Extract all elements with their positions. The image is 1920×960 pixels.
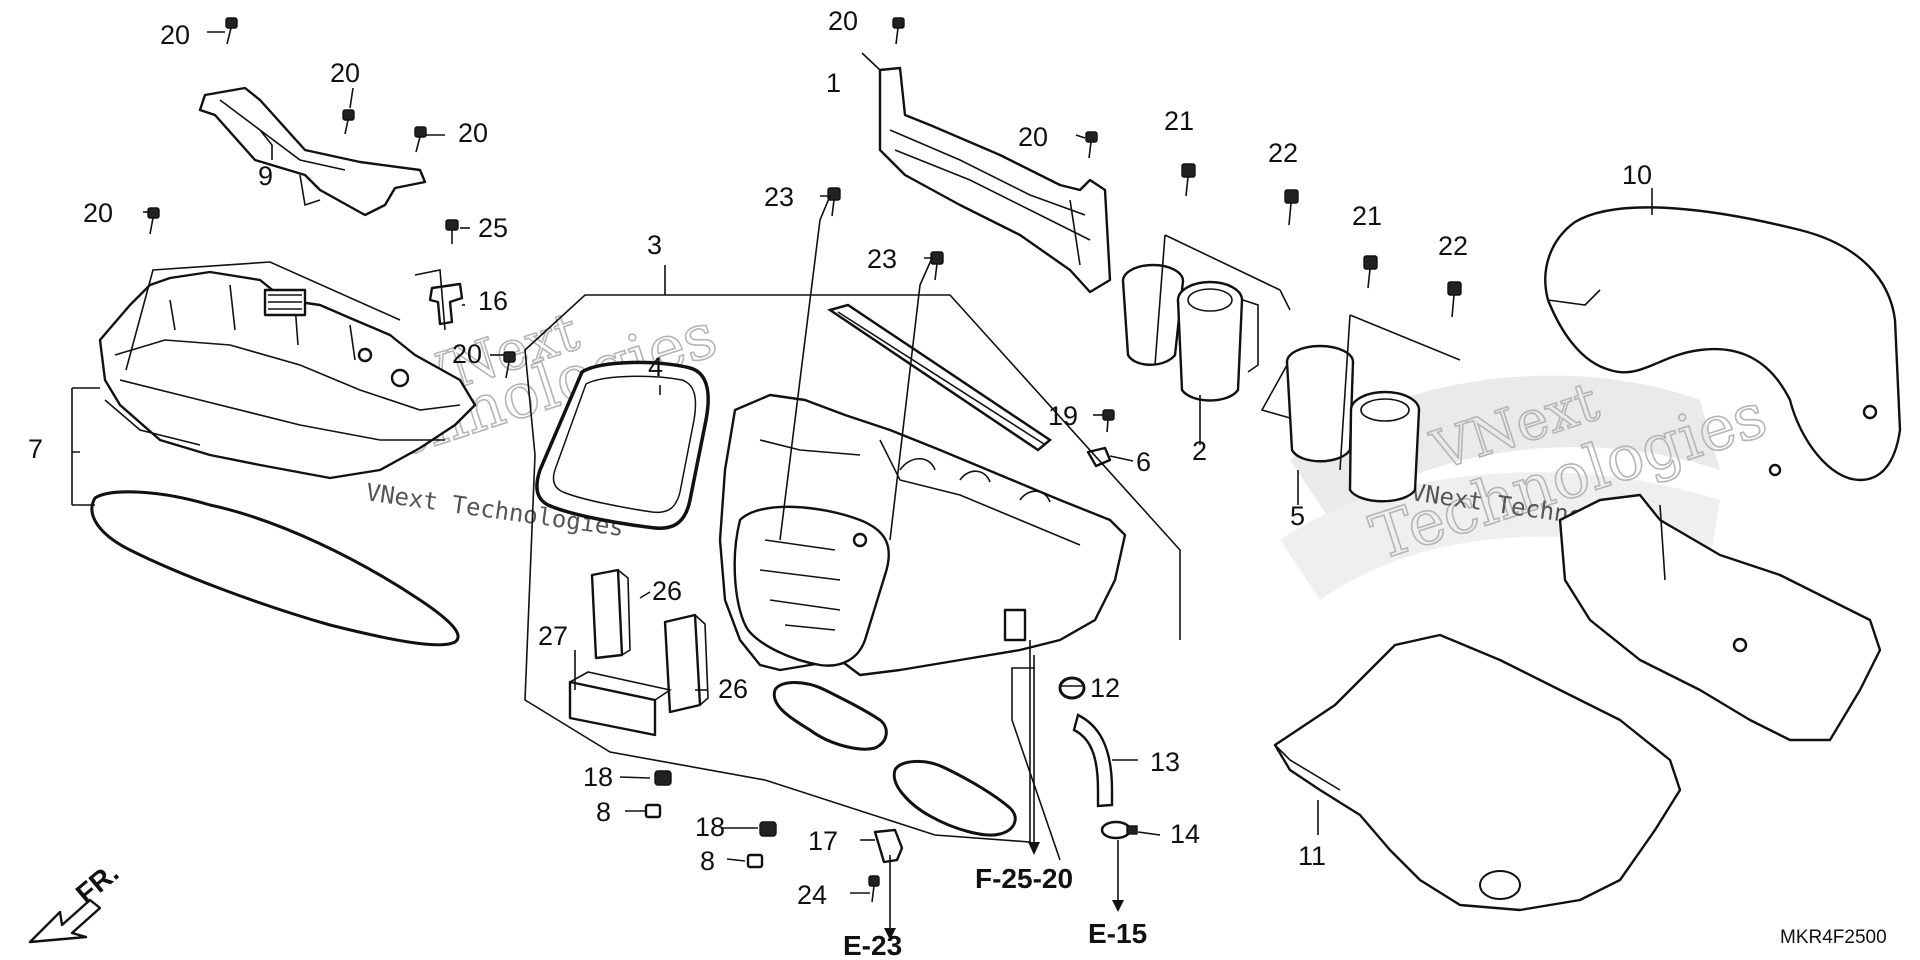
callout-20-bracket-right: 20 [458, 118, 488, 148]
bracket-9 [198, 86, 427, 217]
reference-labels: F-25-20 E-23 E-15 [843, 863, 1147, 960]
callout-25: 25 [478, 213, 508, 243]
bolt-23-a [827, 187, 841, 217]
element-4 [535, 360, 710, 530]
callout-20-bracket: 20 [330, 58, 360, 88]
clamp-14 [1100, 820, 1138, 840]
callout-27: 27 [538, 621, 568, 651]
front-direction-arrow: FR. [28, 857, 124, 944]
cover-11 [1273, 493, 1882, 912]
grommet-18-a [654, 770, 672, 786]
bolt-23-b [930, 251, 944, 281]
collar-8-b [746, 853, 764, 869]
bolt-24 [868, 875, 880, 903]
callout-2: 2 [1192, 436, 1207, 466]
clip-6 [1086, 446, 1112, 468]
callout-7: 7 [28, 434, 43, 464]
callout-18-b: 18 [695, 812, 725, 842]
bolt-20-d [147, 207, 160, 235]
bolt-22-a [1284, 189, 1299, 226]
bolt-20-c [414, 126, 427, 153]
callout-22-a: 22 [1268, 138, 1298, 168]
bolt-20-f [892, 17, 905, 45]
callout-8-b: 8 [700, 846, 715, 876]
callout-5: 5 [1290, 501, 1305, 531]
bolt-19 [1102, 409, 1115, 433]
funnel-5 [1260, 344, 1421, 503]
callout-10: 10 [1622, 160, 1652, 190]
callout-12: 12 [1090, 673, 1120, 703]
grommet-16 [428, 282, 464, 326]
callout-21-b: 21 [1352, 201, 1382, 231]
callout-11: 11 [1298, 841, 1326, 871]
duct-1 [878, 66, 1112, 294]
gasket-upper [772, 681, 888, 751]
bolt-20-a [225, 17, 238, 45]
callout-20-top-left: 20 [160, 20, 190, 50]
callout-14: 14 [1170, 819, 1200, 849]
callout-24: 24 [797, 880, 827, 910]
callout-18-a: 18 [583, 762, 613, 792]
callout-13: 13 [1150, 747, 1180, 777]
bolt-20-e [503, 351, 516, 379]
leader-lines [71, 31, 1666, 940]
ref-e-23: E-23 [843, 930, 902, 960]
callout-19: 19 [1048, 401, 1078, 431]
air-cleaner-cover-7 [98, 270, 477, 480]
ref-f-25-20: F-25-20 [975, 863, 1073, 894]
callout-26-b: 26 [718, 674, 748, 704]
callout-20-duct-right: 20 [1018, 122, 1048, 152]
cover-10 [1544, 206, 1902, 482]
collar-8-a [644, 803, 662, 819]
gasket-left [90, 490, 460, 647]
diagram-code: MKR4F2500 [1780, 927, 1887, 948]
bolt-20-g [1085, 131, 1098, 159]
ref-e-15: E-15 [1088, 918, 1147, 949]
bolt-20-b [342, 109, 355, 135]
grommet-18-b [759, 821, 777, 837]
gasket-lower [892, 760, 1017, 837]
callout-4: 4 [648, 352, 663, 382]
callout-3: 3 [647, 230, 662, 260]
callout-20-cover-right: 20 [452, 339, 482, 369]
oring-12 [1058, 676, 1086, 700]
block-26-a [590, 568, 631, 660]
tube-13 [1072, 713, 1114, 808]
funnel-2 [1121, 263, 1259, 402]
callout-23-b: 23 [867, 244, 897, 274]
callout-21-a: 21 [1164, 106, 1194, 136]
callout-1: 1 [826, 68, 841, 98]
callout-20-cover: 20 [83, 198, 113, 228]
callout-8-a: 8 [596, 797, 611, 827]
block-26-b [663, 613, 709, 714]
bolt-21-b [1363, 255, 1378, 289]
callout-9: 9 [258, 161, 273, 191]
bolt-22-b [1447, 281, 1462, 318]
callout-23-a: 23 [764, 182, 794, 212]
direction-label: FR. [70, 857, 124, 910]
callout-17: 17 [808, 826, 838, 856]
callouts: 20 20 20 20 20 20 20 9 25 16 7 3 4 26 26… [28, 6, 1652, 910]
bolt-25 [445, 219, 459, 244]
block-27 [568, 671, 673, 737]
callout-20-duct: 20 [828, 6, 858, 36]
seal-strip [827, 303, 1053, 452]
bolt-21-a [1181, 163, 1196, 197]
sensor-17 [873, 828, 904, 864]
callout-16: 16 [478, 286, 508, 316]
callout-22-b: 22 [1438, 231, 1468, 261]
housing-3 [718, 393, 1127, 677]
callout-26-a: 26 [652, 576, 682, 606]
callout-6: 6 [1136, 447, 1151, 477]
